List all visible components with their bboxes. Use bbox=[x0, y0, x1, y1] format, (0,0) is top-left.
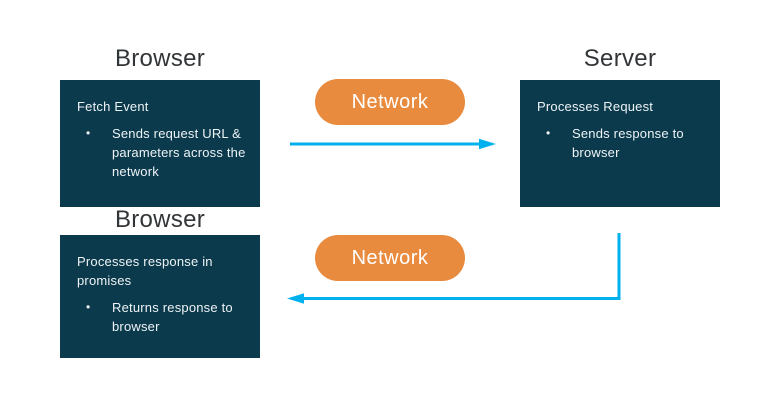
browser-top-title: Browser bbox=[114, 45, 206, 72]
browser-bottom-title: Browser bbox=[114, 206, 206, 233]
node-heading: Processes response in promises bbox=[77, 254, 213, 288]
node-bullet-row: • Sends request URL & parameters across … bbox=[77, 124, 246, 181]
node-heading: Fetch Event bbox=[77, 99, 149, 114]
bullet-icon: • bbox=[86, 300, 91, 314]
browser-top-node: Fetch Event • Sends request URL & parame… bbox=[60, 80, 260, 207]
bullet-icon: • bbox=[86, 126, 91, 140]
node-heading: Processes Request bbox=[537, 99, 654, 114]
network-pill-bottom: Network bbox=[315, 235, 465, 281]
node-bullet-text: Sends response to browser bbox=[572, 126, 684, 160]
request-arrow bbox=[290, 138, 496, 150]
node-bullet-row: • Returns response to browser bbox=[77, 298, 246, 336]
response-arrow bbox=[287, 233, 621, 304]
browser-bottom-node: Processes response in promises • Returns… bbox=[60, 235, 260, 358]
server-title: Server bbox=[583, 45, 657, 72]
network-pill-top: Network bbox=[315, 79, 465, 125]
node-bullet-row: • Sends response to browser bbox=[537, 124, 706, 162]
bullet-icon: • bbox=[546, 126, 551, 140]
server-node: Processes Request • Sends response to br… bbox=[520, 80, 720, 207]
node-bullet-text: Sends request URL & parameters across th… bbox=[112, 126, 246, 179]
node-bullet-text: Returns response to browser bbox=[112, 300, 233, 334]
